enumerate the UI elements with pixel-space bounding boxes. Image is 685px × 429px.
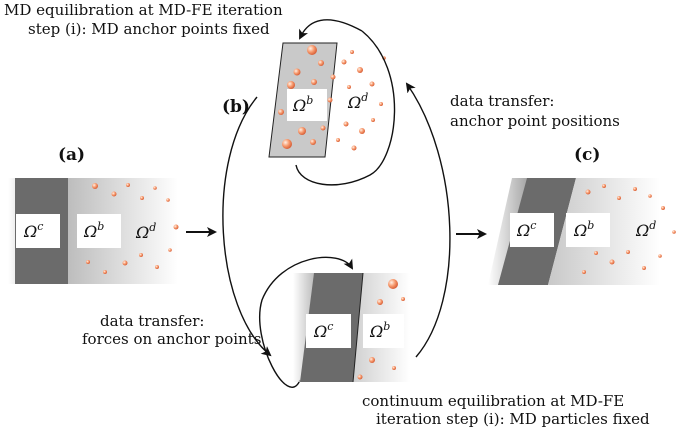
continuum-self-loop-arrow xyxy=(259,256,354,388)
continuum-equilibration-panel: Ωc Ωb xyxy=(259,256,410,388)
final-state-panel: Ωc Ωb Ωd xyxy=(488,178,676,285)
region-label-omega-c: Ωc xyxy=(313,320,333,341)
region-label-omega-d: Ωd xyxy=(347,91,368,112)
continuum-step-caption-line2: iteration step (i): MD particles fixed xyxy=(376,410,650,428)
region-label-box xyxy=(363,314,404,348)
md-step-caption-line2: step (i): MD anchor points fixed xyxy=(28,20,270,38)
md-particles xyxy=(86,183,179,274)
region-label-omega-d: Ωd xyxy=(135,221,156,242)
md-self-loop-arrow xyxy=(299,19,363,40)
region-label-box xyxy=(16,214,60,248)
md-particles xyxy=(582,184,676,274)
region-label-box xyxy=(287,89,327,121)
transfer-positions-line2: anchor point positions xyxy=(450,112,620,130)
region-label-box xyxy=(306,314,351,348)
transfer-forces-line2: forces on anchor points xyxy=(82,330,261,348)
region-label-omega-b: Ωb xyxy=(573,219,594,240)
panel-label-c: (c) xyxy=(574,145,600,165)
cycle-arrow-right xyxy=(405,82,451,358)
region-label-box xyxy=(566,213,610,247)
cycle-arrow-left xyxy=(222,96,272,357)
md-self-loop-path xyxy=(295,30,396,186)
region-label-omega-b: Ωb xyxy=(369,320,390,341)
region-label-omega-c: Ωc xyxy=(516,219,536,240)
region-label-box xyxy=(77,214,121,248)
region-label-omega-c: Ωc xyxy=(23,220,43,241)
md-particles xyxy=(357,279,405,380)
region-label-box xyxy=(510,213,554,247)
panel-label-b: (b) xyxy=(222,97,250,117)
initial-state-panel: Ωc Ωb Ωd xyxy=(8,178,179,284)
md-equilibration-panel: Ωb Ωd xyxy=(268,19,396,186)
transfer-forces-line1: data transfer: xyxy=(100,312,204,330)
region-label-omega-b: Ωb xyxy=(292,94,313,115)
region-label-omega-b: Ωb xyxy=(83,220,104,241)
transfer-positions-line1: data transfer: xyxy=(450,92,554,110)
md-step-caption-line1: MD equilibration at MD-FE iteration xyxy=(4,1,283,19)
continuum-step-caption-line1: continuum equilibration at MD-FE xyxy=(362,392,624,410)
md-particles xyxy=(278,45,386,151)
panel-label-a: (a) xyxy=(58,145,85,165)
region-label-omega-d: Ωd xyxy=(635,219,656,240)
